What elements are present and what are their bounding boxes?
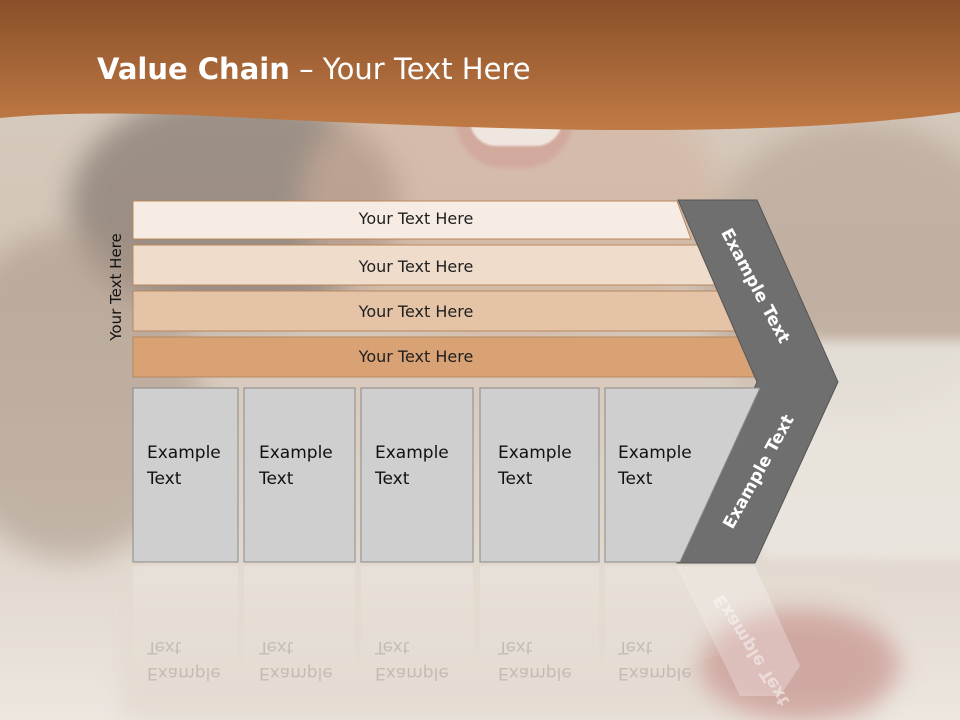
- reflection-text-4-line2: Text: [498, 637, 533, 657]
- box-text-2-line1: Example: [259, 443, 333, 463]
- box-3: [360, 387, 474, 563]
- box-text-3-line1: Example: [375, 443, 449, 463]
- box-2: [243, 387, 356, 563]
- box-5: [604, 387, 761, 563]
- reflection-text-5: Example Text: [618, 634, 692, 686]
- reflection-text-5-line1: Example: [618, 663, 692, 683]
- title-bold: Value Chain: [97, 52, 290, 86]
- title-rest: – Your Text Here: [289, 52, 531, 86]
- side-label: Your Text Here: [107, 233, 125, 341]
- box-text-5-line2: Text: [618, 469, 653, 489]
- box-text-1-line2: Text: [147, 469, 182, 489]
- reflection-text-3-line2: Text: [375, 637, 410, 657]
- row-text-3: Your Text Here: [358, 302, 474, 321]
- box-text-4-line2: Text: [498, 469, 533, 489]
- box-1: [132, 387, 239, 563]
- row-text-1: Your Text Here: [358, 209, 474, 228]
- reflection-text-1-line1: Example: [147, 663, 221, 683]
- reflection-text-1-line2: Text: [147, 637, 182, 657]
- slide-title: Value Chain – Your Text Here: [97, 52, 531, 86]
- title-band: [0, 0, 960, 131]
- reflection-text-2: Example Text: [259, 634, 333, 686]
- row-text-4: Your Text Here: [358, 347, 474, 366]
- reflection-text-4-line1: Example: [498, 663, 572, 683]
- reflection-text-2-line1: Example: [259, 663, 333, 683]
- box-text-5-line1: Example: [618, 443, 692, 463]
- background-red-book: [700, 610, 900, 720]
- box-text-4-line1: Example: [498, 443, 572, 463]
- reflection-text-4: Example Text: [498, 634, 572, 686]
- reflection-text-3: Example Text: [375, 634, 449, 686]
- row-text-2: Your Text Here: [358, 257, 474, 276]
- reflection-text-2-line2: Text: [259, 637, 294, 657]
- reflection-text-3-line1: Example: [375, 663, 449, 683]
- reflection-text-5-line2: Text: [618, 637, 653, 657]
- row-bar-1: [132, 200, 692, 240]
- diagram-reflection: [133, 566, 800, 696]
- box-text-1-line1: Example: [147, 443, 221, 463]
- box-text-2-line2: Text: [259, 469, 294, 489]
- box-text-3-line2: Text: [375, 469, 410, 489]
- reflection-text-1: Example Text: [147, 634, 221, 686]
- box-4: [479, 387, 600, 563]
